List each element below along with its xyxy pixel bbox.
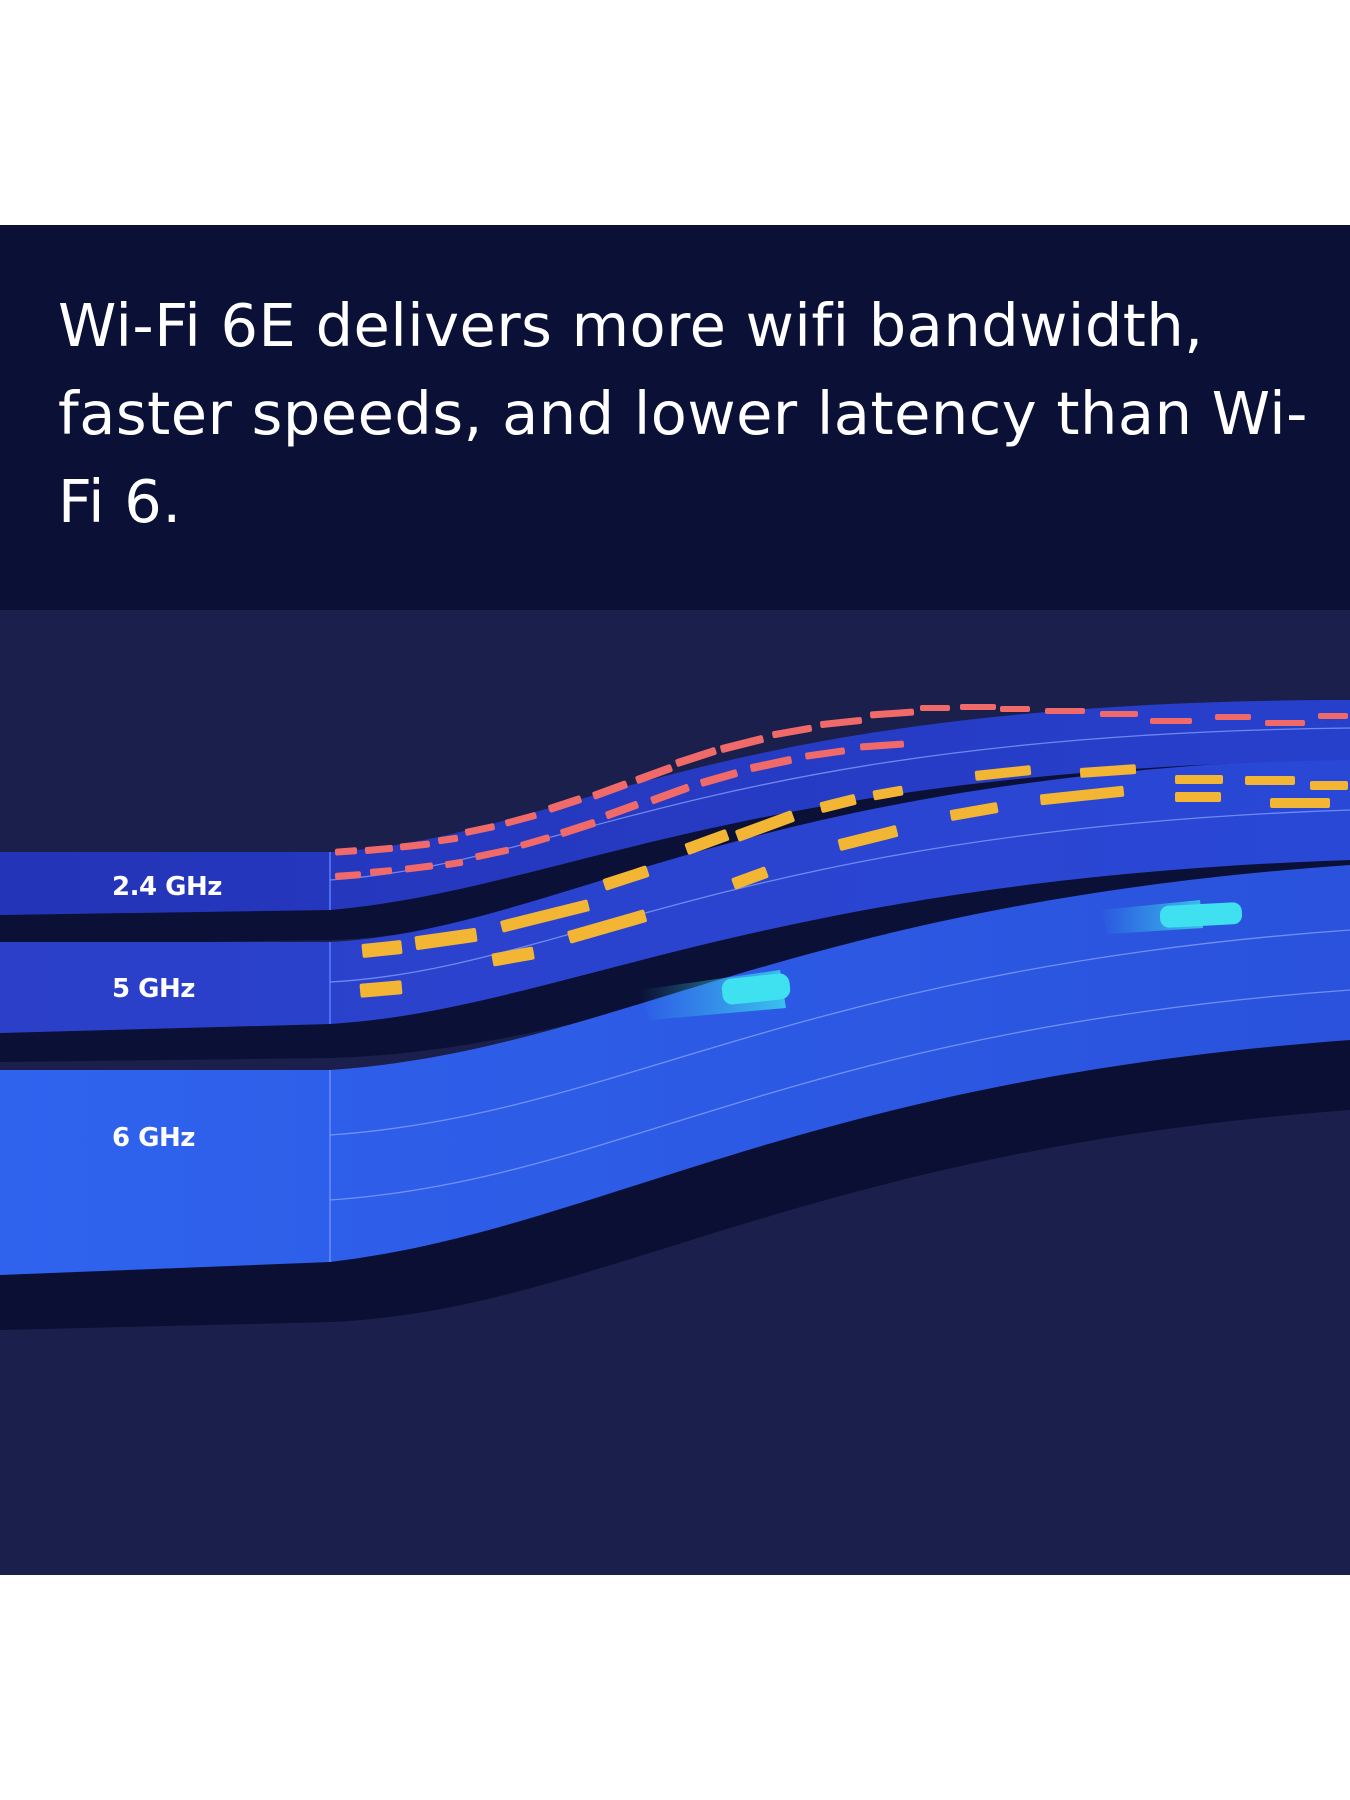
band-5-packets xyxy=(359,764,1348,998)
band-6-packets xyxy=(640,900,1243,1020)
bands-graphic xyxy=(0,700,1350,1330)
band-24-shape xyxy=(0,700,1350,915)
band-24-packets xyxy=(334,704,1348,880)
wifi-bands-illustration: 2.4 GHz 5 GHz 6 GHz xyxy=(0,610,1350,1575)
band-label-2-4ghz: 2.4 GHz xyxy=(112,872,222,902)
headline-text: Wi-Fi 6E delivers more wifi bandwidth, f… xyxy=(58,291,1308,536)
band-6-shadow xyxy=(0,1040,1350,1330)
band-label-6ghz: 6 GHz xyxy=(112,1123,195,1153)
band-label-5ghz: 5 GHz xyxy=(112,974,195,1004)
headline-banner xyxy=(0,225,1350,610)
band-5-shape xyxy=(0,758,1350,1033)
band-6-shape xyxy=(0,865,1350,1275)
